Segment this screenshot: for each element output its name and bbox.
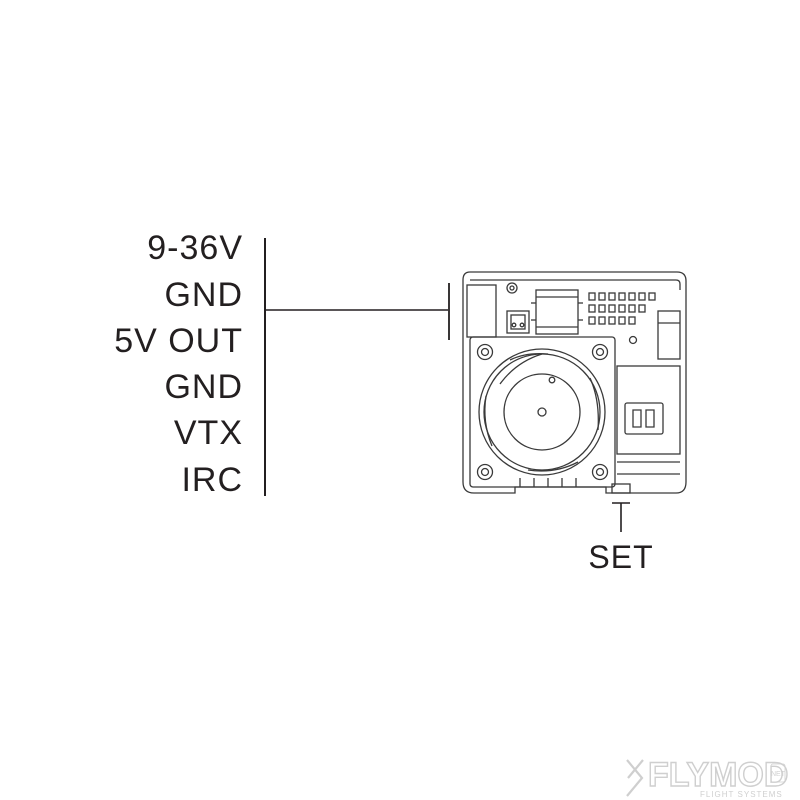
brand-badge (770, 763, 786, 783)
set-button (611, 483, 631, 494)
fan-screw-bl-icon (476, 463, 494, 481)
chip-package (535, 289, 579, 335)
jst-pin-icon (511, 322, 517, 328)
fan-screw-tl-center (480, 347, 490, 357)
pin-label-gnd-1: GND (164, 276, 243, 314)
display-panel (616, 365, 681, 455)
pin-label-gnd-2: GND (164, 368, 243, 406)
fan-outer-ring (478, 348, 606, 476)
housing-inner-edge (470, 279, 681, 290)
pin-label-list: 9-36V GND 5V OUT GND VTX IRC (114, 229, 243, 499)
seven-segment-digits (632, 409, 655, 428)
bottom-vents (519, 478, 577, 487)
top-screw-center-icon (509, 285, 515, 291)
fan-screw-tr-center (595, 347, 605, 357)
brand-badge-text: NET (771, 771, 786, 778)
fan-hub-mark (548, 376, 556, 384)
power-connector-socket (466, 284, 497, 338)
fan-screw-br-center (595, 467, 605, 477)
fan-hub (503, 373, 581, 451)
brand-tagline: FLIGHT SYSTEMS (700, 790, 783, 799)
seven-segment-display (624, 402, 664, 435)
set-button-label: SET (588, 539, 653, 575)
side-connector (657, 310, 681, 360)
pin-label-vtx: VTX (174, 414, 243, 452)
brand-x-logo-icon (626, 759, 644, 797)
fan-hub-center (537, 407, 547, 417)
pin-label-power: 9-36V (147, 229, 243, 267)
jst-pin-icon (519, 322, 525, 328)
smd-component-grid (588, 292, 656, 325)
fan-screw-br-icon (591, 463, 609, 481)
small-screw-icon (628, 335, 638, 345)
pin-label-5v-out: 5V OUT (114, 322, 243, 360)
brand-name: FLYMOD (648, 756, 788, 794)
pin-label-irc: IRC (181, 461, 243, 499)
brand-watermark: FLYMOD FLIGHT SYSTEMS NET (626, 755, 789, 799)
camera-module (462, 271, 687, 494)
fan-screw-tl-icon (476, 343, 494, 361)
top-screw-icon (506, 282, 518, 294)
fan-screw-tr-icon (591, 343, 609, 361)
fan-screw-bl-center (480, 467, 490, 477)
fan-shroud (469, 336, 616, 488)
fan-blades (484, 352, 599, 472)
small-jst-socket-inner (510, 314, 526, 330)
small-jst-socket (506, 310, 530, 334)
